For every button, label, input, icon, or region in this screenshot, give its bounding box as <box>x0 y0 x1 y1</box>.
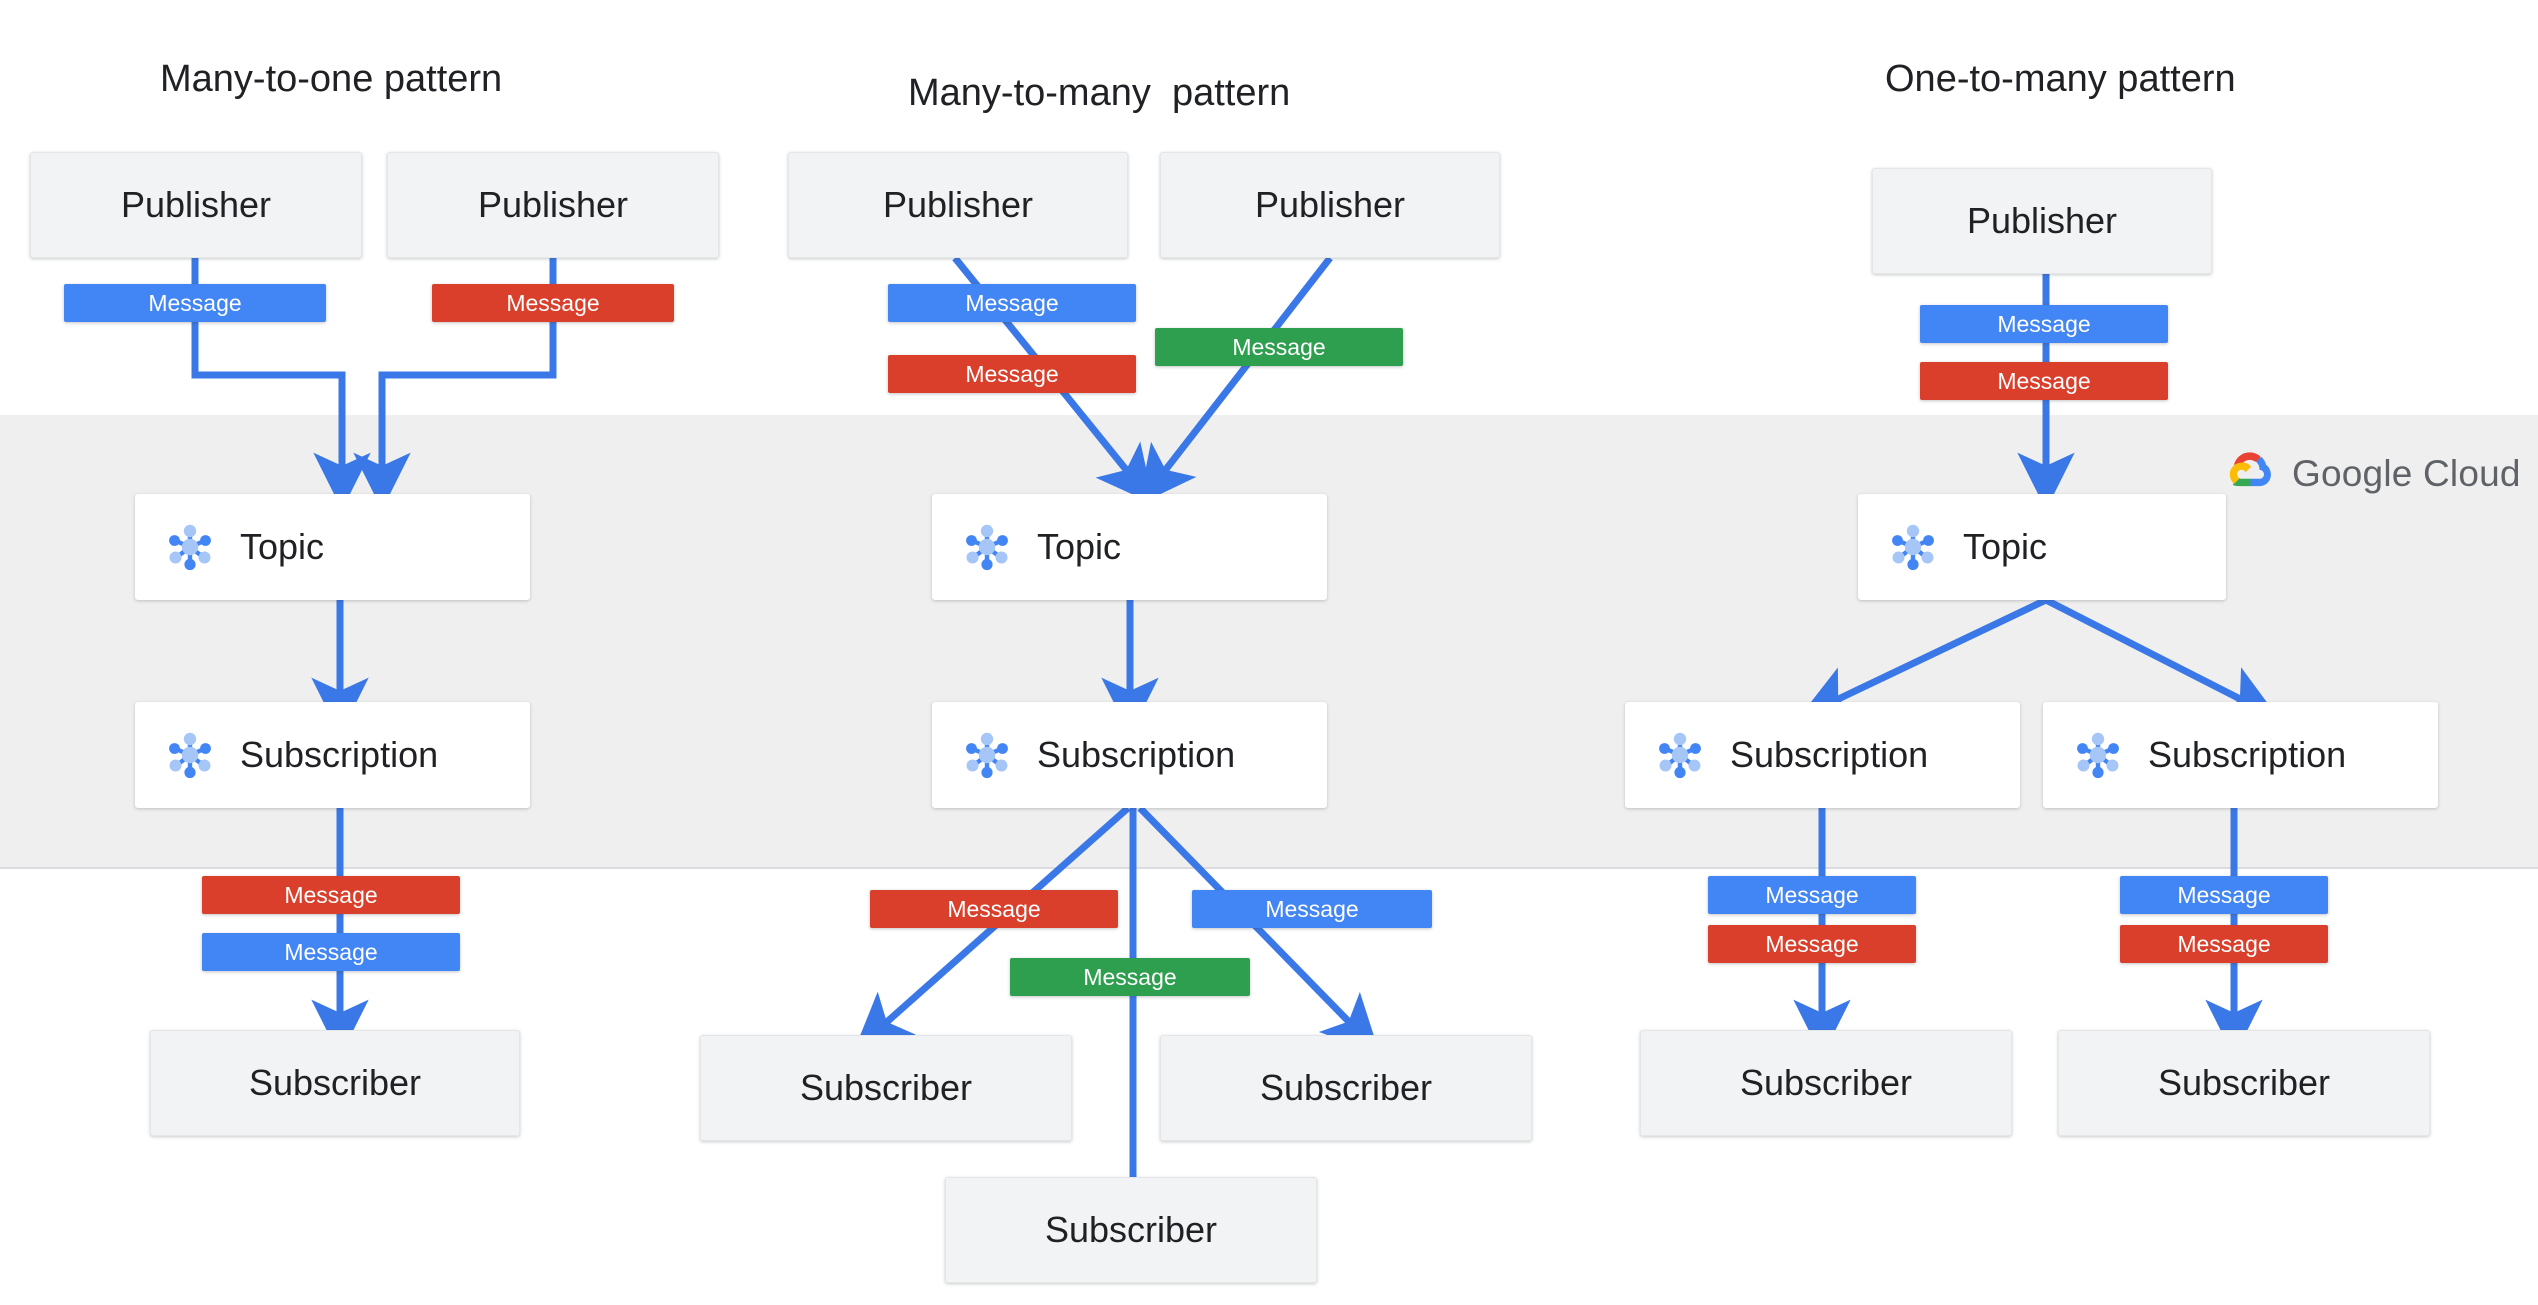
message-chip-c3-deliver-2: Message <box>1708 925 1916 963</box>
message-chip-c2-deliver-3: Message <box>1010 958 1250 996</box>
subscriber-label: Subscriber <box>1259 1067 1433 1108</box>
subscription-box-c1[interactable]: Subscription <box>135 702 530 808</box>
topic-box-c2[interactable]: Topic <box>932 494 1327 600</box>
message-chip-c3-deliver-1: Message <box>1708 876 1916 914</box>
subscriber-box-c1-1[interactable]: Subscriber <box>150 1030 520 1136</box>
cloud-word: Cloud <box>2423 452 2521 494</box>
pubsub-topic-icon <box>162 519 218 575</box>
subscription-box-c3-2[interactable]: Subscription <box>2043 702 2438 808</box>
message-chip-c2-publish-2: Message <box>888 355 1136 393</box>
publisher-box-c1-1[interactable]: Publisher <box>30 152 362 258</box>
pubsub-subscription-icon <box>1652 727 1708 783</box>
publisher-label: Publisher <box>477 184 629 225</box>
message-chip-c1-deliver-1: Message <box>202 876 460 914</box>
topic-box-c3[interactable]: Topic <box>1858 494 2226 600</box>
column-title-many-to-many: Many-to-many pattern <box>908 72 1291 114</box>
topic-box-c1[interactable]: Topic <box>135 494 530 600</box>
column-title-many-to-one: Many-to-one pattern <box>160 58 503 100</box>
message-chip-c2-deliver-2: Message <box>1192 890 1432 928</box>
column-title-one-to-many: One-to-many pattern <box>1885 58 2236 100</box>
pubsub-subscription-icon <box>162 727 218 783</box>
subscriber-box-c3-2[interactable]: Subscriber <box>2058 1030 2430 1136</box>
google-cloud-branding: Google Cloud <box>2222 448 2521 499</box>
publisher-label: Publisher <box>1966 200 2118 241</box>
subscriber-label: Subscriber <box>1739 1062 1913 1103</box>
topic-label: Topic <box>1037 526 1122 567</box>
pubsub-subscription-icon <box>959 727 1015 783</box>
message-chip-c2-publish-3: Message <box>1155 328 1403 366</box>
topic-label: Topic <box>240 526 325 567</box>
subscriber-box-c2-3[interactable]: Subscriber <box>945 1177 1317 1283</box>
message-chip-c2-deliver-1: Message <box>870 890 1118 928</box>
subscription-label: Subscription <box>1730 734 1929 775</box>
publisher-label: Publisher <box>1254 184 1406 225</box>
message-chip-c3-publish-1: Message <box>1920 305 2168 343</box>
message-chip-c3-deliver-3: Message <box>2120 876 2328 914</box>
message-chip-c2-publish-1: Message <box>888 284 1136 322</box>
subscription-label: Subscription <box>1037 734 1236 775</box>
publisher-box-c2-2[interactable]: Publisher <box>1160 152 1500 258</box>
publisher-label: Publisher <box>882 184 1034 225</box>
subscriber-label: Subscriber <box>1044 1209 1218 1250</box>
topic-label: Topic <box>1963 526 2048 567</box>
subscription-label: Subscription <box>240 734 439 775</box>
subscriber-label: Subscriber <box>799 1067 973 1108</box>
subscriber-box-c2-2[interactable]: Subscriber <box>1160 1035 1532 1141</box>
publisher-box-c3-1[interactable]: Publisher <box>1872 168 2212 274</box>
subscription-box-c3-1[interactable]: Subscription <box>1625 702 2020 808</box>
pubsub-topic-icon <box>1885 519 1941 575</box>
subscriber-label: Subscriber <box>248 1062 422 1103</box>
google-word: Google <box>2292 452 2413 494</box>
message-chip-c3-publish-2: Message <box>1920 362 2168 400</box>
subscription-label: Subscription <box>2148 734 2347 775</box>
pubsub-topic-icon <box>959 519 1015 575</box>
subscription-box-c2[interactable]: Subscription <box>932 702 1327 808</box>
publisher-box-c1-2[interactable]: Publisher <box>387 152 719 258</box>
subscriber-label: Subscriber <box>2157 1062 2331 1103</box>
message-chip-c3-deliver-4: Message <box>2120 925 2328 963</box>
message-chip-c1-publish-1: Message <box>64 284 326 322</box>
publisher-label: Publisher <box>120 184 272 225</box>
google-cloud-logo-icon <box>2222 448 2278 499</box>
message-chip-c1-publish-2: Message <box>432 284 674 322</box>
pubsub-subscription-icon <box>2070 727 2126 783</box>
subscriber-box-c2-1[interactable]: Subscriber <box>700 1035 1072 1141</box>
message-chip-c1-deliver-2: Message <box>202 933 460 971</box>
publisher-box-c2-1[interactable]: Publisher <box>788 152 1128 258</box>
wordmark-space <box>2413 453 2423 494</box>
subscriber-box-c3-1[interactable]: Subscriber <box>1640 1030 2012 1136</box>
google-cloud-wordmark: Google Cloud <box>2292 453 2521 495</box>
